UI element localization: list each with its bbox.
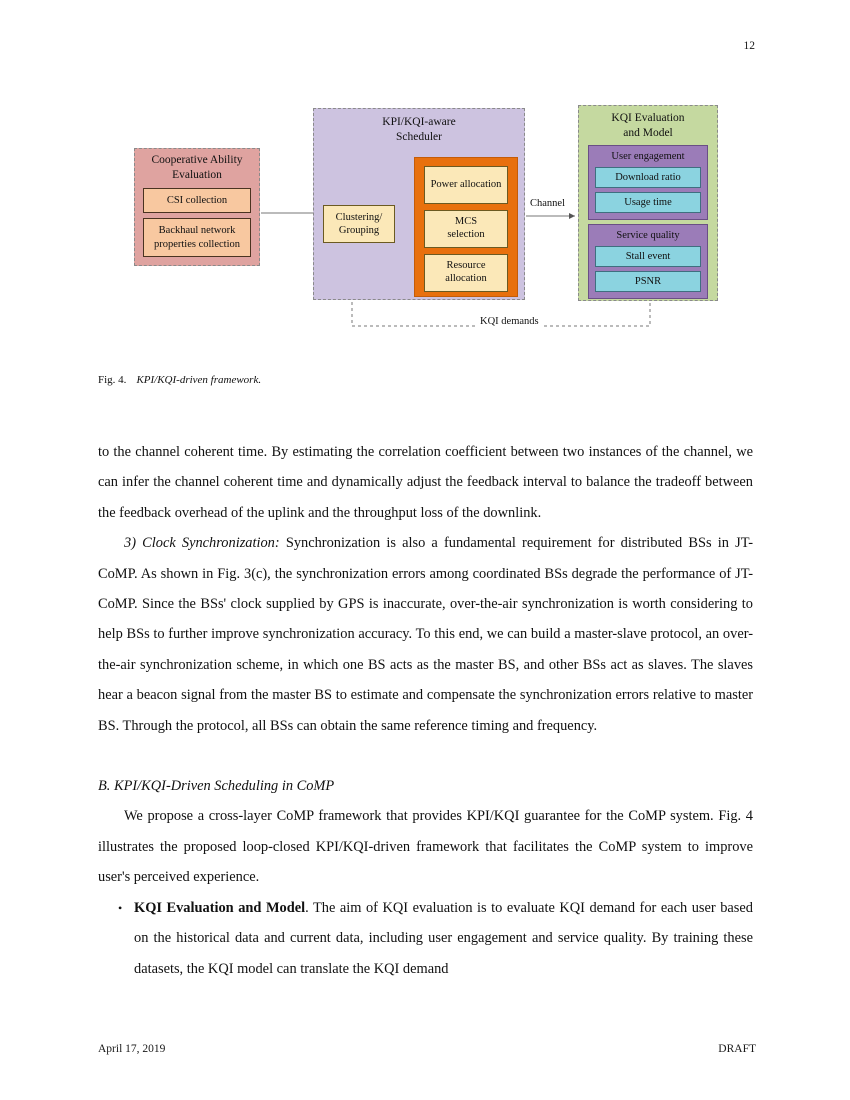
box-resource-allocation: Resource allocation — [424, 254, 508, 292]
box-clustering-grouping: Clustering/ Grouping — [323, 205, 395, 243]
page-number: 12 — [743, 40, 756, 52]
box-usage-time: Usage time — [595, 192, 701, 214]
clustering-label-line1: Clustering/ — [335, 211, 383, 223]
box-backhaul-properties-collection: Backhaul network properties collection — [143, 218, 251, 257]
bullet-list: KQI Evaluation and Model. The aim of KQI… — [98, 893, 753, 984]
list-item: KQI Evaluation and Model. The aim of KQI… — [118, 893, 753, 984]
edge-label-channel: Channel — [528, 198, 567, 209]
kqi-title-line1: KQI Evaluation — [611, 112, 685, 124]
figure-4-diagram: Cooperative Ability Evaluation CSI colle… — [0, 98, 850, 348]
box-mcs-selection: MCS selection — [424, 210, 508, 248]
paragraph-clock-synchronization: 3) Clock Synchronization: Synchronizatio… — [98, 528, 753, 741]
kqi-title-line2: and Model — [623, 127, 673, 140]
page-footer: April 17, 2019 DRAFT — [98, 1043, 756, 1055]
bullet-kqi-evaluation-label: KQI Evaluation and Model — [134, 899, 306, 916]
scheduler-function-container: Power allocation MCS selection Resource … — [414, 157, 518, 297]
box-power-allocation: Power allocation — [424, 166, 508, 204]
service-quality-label: Service quality — [616, 230, 680, 242]
resource-label-line2: allocation — [445, 273, 487, 284]
coop-title-line1: Cooperative Ability — [151, 154, 243, 166]
section-spacer — [98, 741, 753, 771]
paragraph-propose-framework: We propose a cross-layer CoMP framework … — [98, 808, 753, 886]
box-stall-event: Stall event — [595, 245, 701, 267]
bullet-kqi-evaluation-body: . The aim of KQI evaluation is to evalua… — [134, 899, 753, 977]
resource-label-line1: Resource — [446, 260, 486, 272]
box-psnr: PSNR — [595, 271, 701, 293]
clock-sync-runin-label: 3) Clock Synchronization: — [124, 535, 280, 552]
box-download-ratio: Download ratio — [595, 166, 701, 189]
panel-title-scheduler: KPI/KQI-aware Scheduler — [314, 109, 524, 145]
panel-cooperative-ability-evaluation: Cooperative Ability Evaluation CSI colle… — [134, 148, 260, 266]
panel-title-cooperative: Cooperative Ability Evaluation — [135, 149, 259, 183]
backhaul-label-line1: Backhaul network — [158, 225, 236, 237]
mcs-label-line2: selection — [447, 229, 485, 240]
clock-sync-body: Synchronization is also a fundamental re… — [98, 535, 753, 734]
panel-kqi-evaluation-and-model: KQI Evaluation and Model User engagement… — [578, 105, 718, 301]
mcs-label-line1: MCS — [454, 216, 478, 228]
power-allocation-label: Power allocation — [430, 178, 502, 190]
section-heading-b: B. KPI/KQI-Driven Scheduling in CoMP — [98, 778, 335, 795]
clustering-label-line2: Grouping — [338, 225, 380, 236]
panel-kpi-kqi-aware-scheduler: KPI/KQI-aware Scheduler Clustering/ Grou… — [313, 108, 525, 300]
panel-title-kqi: KQI Evaluation and Model — [579, 106, 717, 141]
body-text-column: to the channel coherent time. By estimat… — [98, 437, 753, 984]
user-engagement-label: User engagement — [611, 151, 685, 163]
coop-title-line2: Evaluation — [172, 169, 222, 182]
sched-title-line1: KPI/KQI-aware — [382, 116, 456, 128]
figure-caption-text: KPI/KQI-driven framework. — [136, 374, 262, 386]
figure-caption: Fig. 4. KPI/KQI-driven framework. — [98, 374, 758, 386]
box-csi-collection: CSI collection — [143, 188, 251, 214]
group-user-engagement: User engagement Download ratio Usage tim… — [588, 145, 708, 221]
figure-caption-number: Fig. 4. — [98, 374, 127, 386]
sched-title-line2: Scheduler — [396, 131, 442, 144]
group-service-quality: Service quality Stall event PSNR — [588, 224, 708, 300]
footer-date: April 17, 2019 — [98, 1043, 166, 1055]
edge-label-kqi-demands: KQI demands — [478, 316, 541, 327]
paragraph-continued: to the channel coherent time. By estimat… — [98, 444, 753, 521]
footer-status: DRAFT — [718, 1043, 756, 1055]
backhaul-label-line2: properties collection — [153, 238, 240, 250]
csi-collection-label: CSI collection — [166, 195, 228, 207]
